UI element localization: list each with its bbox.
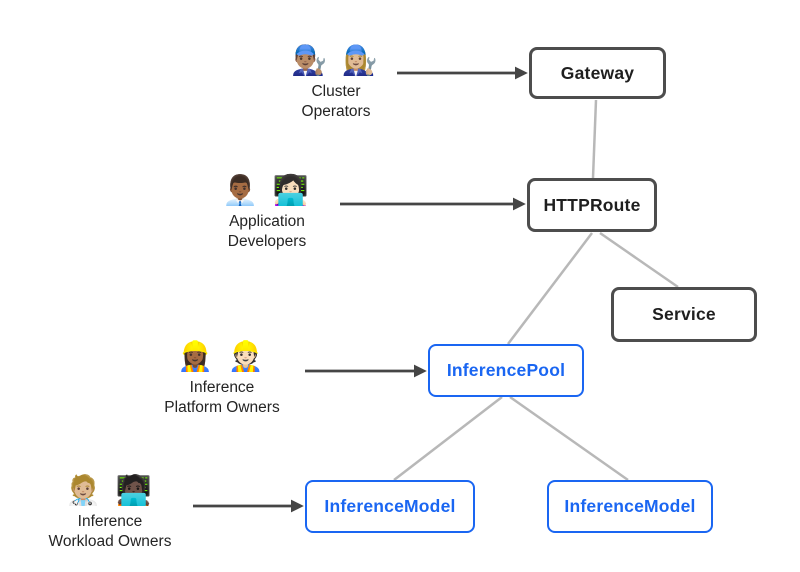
persona-application-developers: 👨🏾‍💼 👩🏻‍💻 Application Developers <box>222 172 311 252</box>
node-service: Service <box>611 287 757 342</box>
node-inferencemodel-left: InferenceModel <box>305 480 475 533</box>
edge-httproute-service <box>599 231 679 289</box>
office-worker-technologist-emoji-icon: 👨🏾‍💼 👩🏻‍💻 <box>222 175 312 207</box>
node-inferencemodel-right: InferenceModel <box>547 480 713 533</box>
edge-httproute-inferencepool <box>507 232 593 345</box>
node-gateway: Gateway <box>529 47 666 99</box>
persona-label: Inference Platform Owners <box>164 379 280 416</box>
node-inferencepool: InferencePool <box>428 344 584 397</box>
edge-inferencepool-inferencemodel-right <box>509 395 629 482</box>
edge-inferencepool-inferencemodel-left <box>393 396 503 481</box>
persona-inference-workload-owners: 🧑🏼‍⚕️ 🧑🏿‍💻 Inference Workload Owners <box>49 472 172 552</box>
persona-label: Inference Workload Owners <box>48 513 172 550</box>
persona-label: Cluster Operators <box>301 83 371 120</box>
construction-workers-emoji-icon: 👷🏾‍♀️ 👷🏻 <box>177 341 267 373</box>
health-worker-technologist-emoji-icon: 🧑🏼‍⚕️ 🧑🏿‍💻 <box>65 475 155 507</box>
persona-cluster-operators: 👨🏽‍🔧 👩🏼‍🔧 Cluster Operators <box>291 42 380 122</box>
node-httproute: HTTPRoute <box>527 178 657 232</box>
persona-inference-platform-owners: 👷🏾‍♀️ 👷🏻 Inference Platform Owners <box>164 338 279 418</box>
edge-gateway-httproute <box>591 99 598 179</box>
mechanics-emoji-icon: 👨🏽‍🔧 👩🏼‍🔧 <box>291 45 381 77</box>
persona-label: Application Developers <box>227 213 307 250</box>
